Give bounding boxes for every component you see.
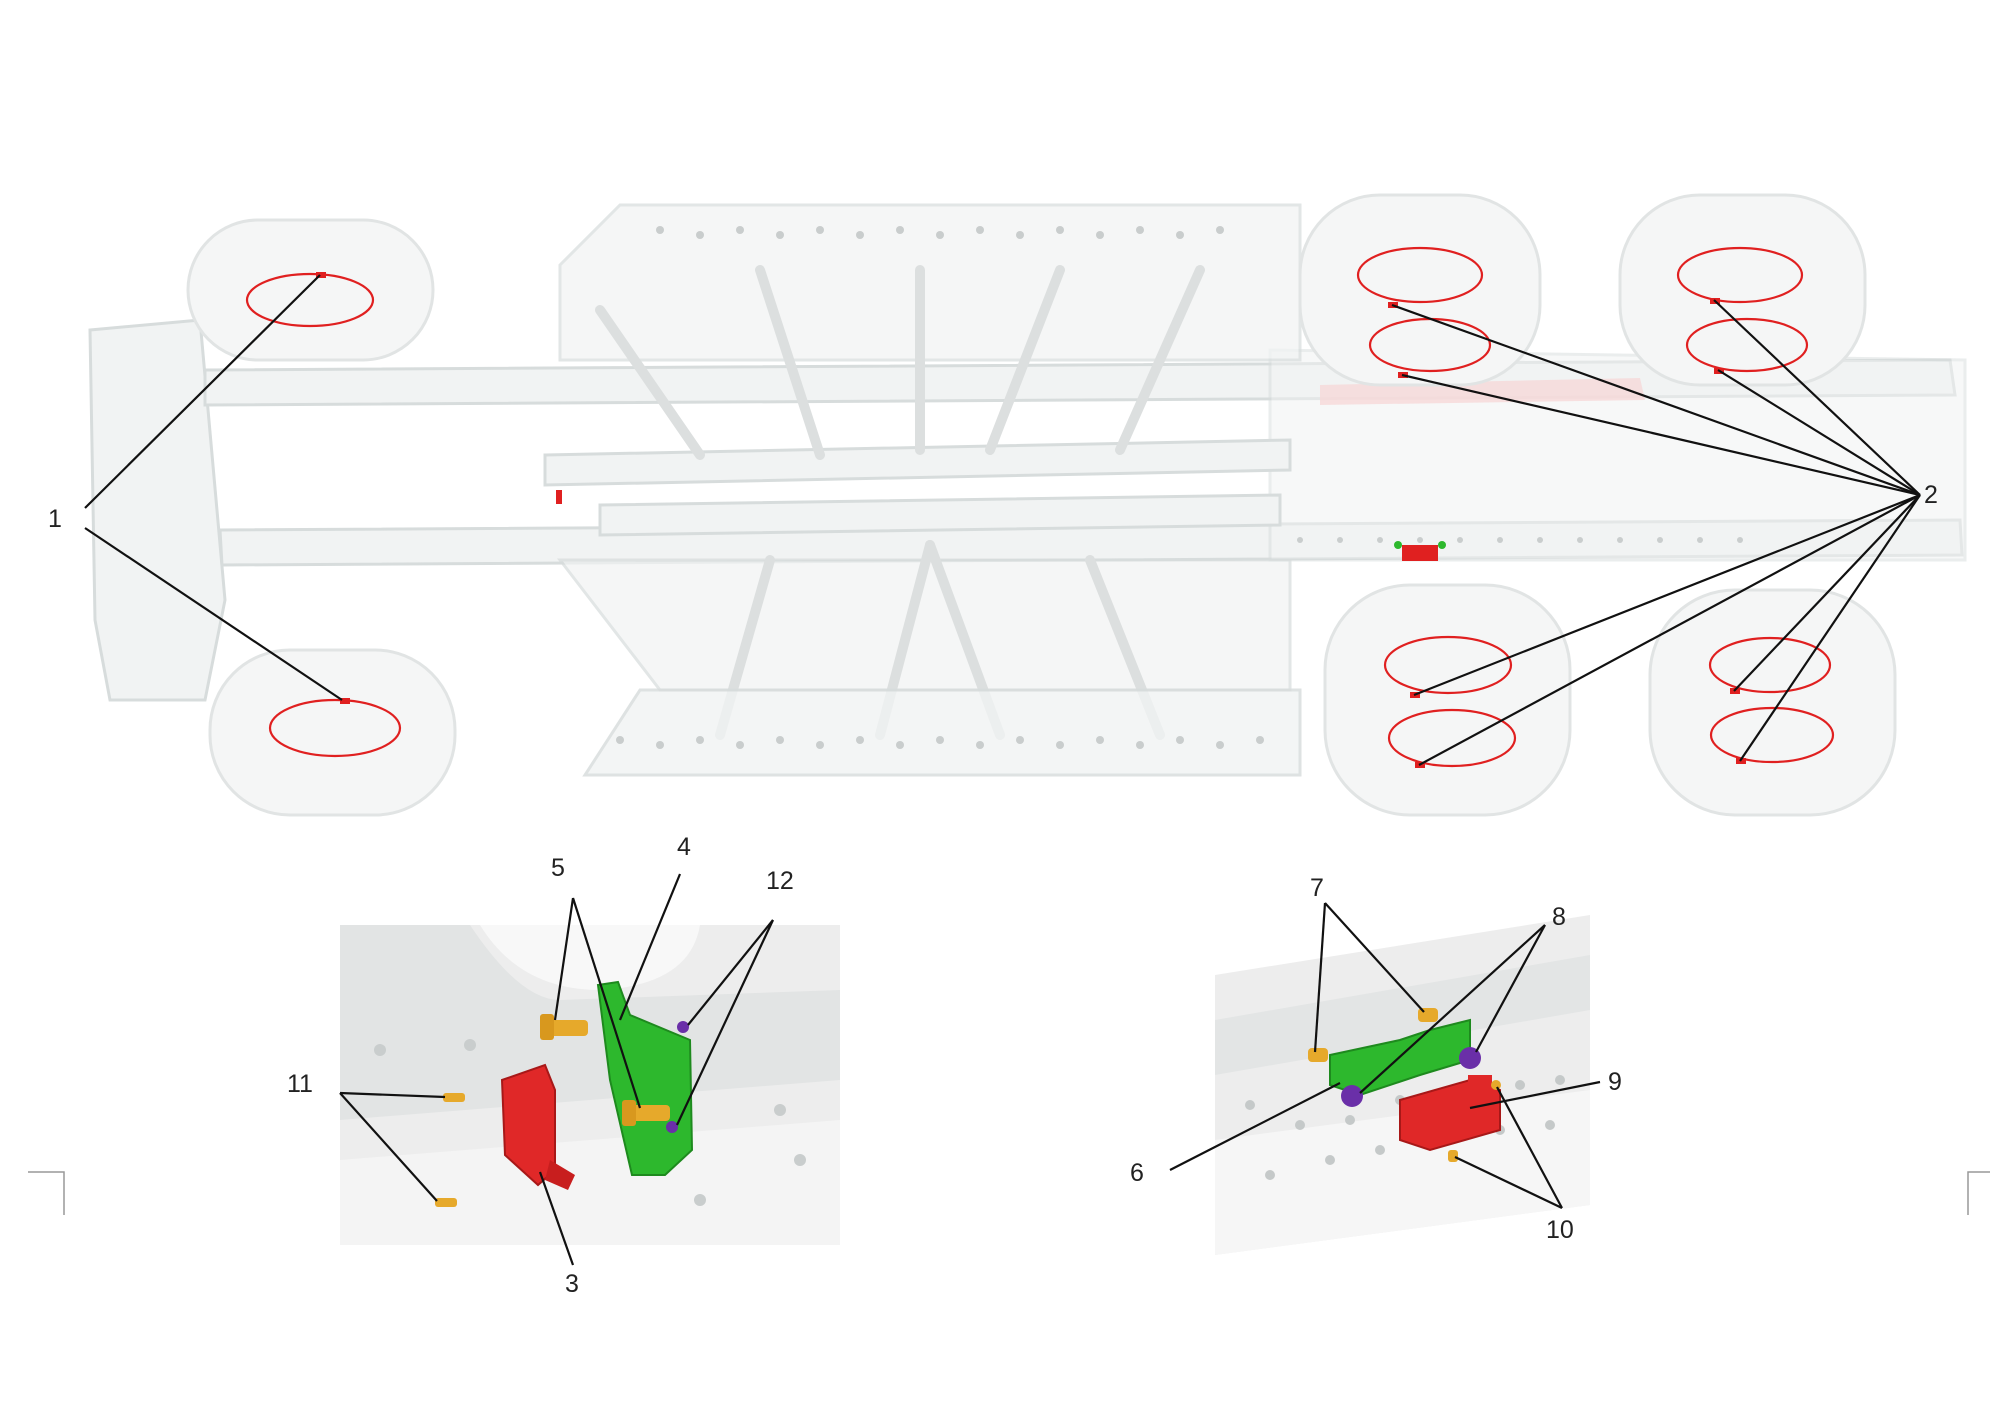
rear-axle1-right-tires — [1323, 583, 1572, 817]
callout-8: 8 — [1552, 903, 1566, 931]
callout-6: 6 — [1130, 1159, 1144, 1187]
callout-labels: 1 2 3 4 5 6 7 8 9 10 11 12 — [48, 481, 1938, 1298]
callout-2: 2 — [1924, 481, 1938, 509]
rear-axle2-right-tires — [1648, 588, 1897, 817]
rear-axle1-left-tires — [1298, 193, 1542, 387]
callout-10: 10 — [1546, 1216, 1574, 1244]
chassis-frame — [88, 203, 1967, 777]
callout-12: 12 — [766, 867, 794, 895]
callout-1: 1 — [48, 505, 62, 533]
callout-4: 4 — [677, 833, 691, 861]
nut-part — [677, 1021, 689, 1033]
crop-marks — [28, 1171, 1990, 1215]
bolt-part — [548, 1020, 588, 1036]
callout-3: 3 — [565, 1270, 579, 1298]
right-detail-inset — [1215, 915, 1590, 1255]
left-detail-inset — [340, 925, 840, 1245]
rear-axle2-left-tires — [1618, 193, 1867, 387]
leader-lines — [84, 274, 1921, 1266]
callout-5: 5 — [551, 854, 565, 882]
callout-11: 11 — [287, 1070, 313, 1098]
callout-9: 9 — [1608, 1068, 1622, 1096]
callout-7: 7 — [1310, 874, 1324, 902]
front-left-tire — [186, 218, 435, 362]
front-right-tire — [208, 648, 457, 817]
